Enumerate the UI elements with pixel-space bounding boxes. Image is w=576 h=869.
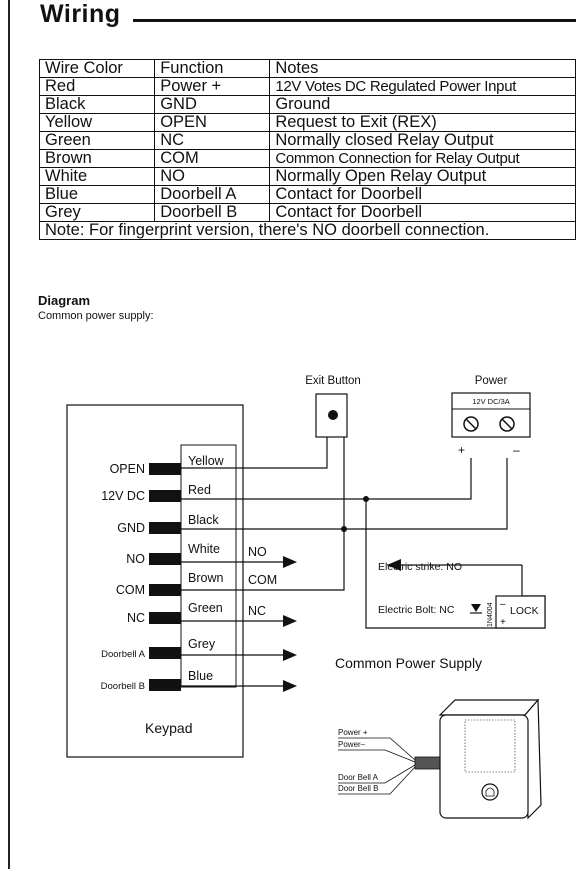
header-cell: Function: [154, 59, 271, 78]
output-com: COM: [248, 573, 277, 587]
power-rating: 12V DC/3A: [472, 397, 510, 406]
arrow-head: [283, 615, 297, 627]
title-rule: [133, 19, 576, 22]
exit-button-dot: [328, 410, 338, 420]
arrow-head: [387, 559, 401, 571]
wire-green: Green: [188, 601, 223, 615]
keypad-outline: [66, 404, 244, 758]
table-row: White NO Normally Open Relay Output: [38, 167, 576, 186]
diagram-subtitle: Common power supply:: [38, 310, 154, 322]
terminal-open: OPEN: [110, 462, 145, 476]
table-cell: Doorbell A: [154, 185, 271, 204]
diagram-title: Diagram: [38, 293, 91, 308]
wire-grey: Grey: [188, 637, 216, 651]
terminal-blocks: [149, 463, 181, 691]
wire-black: Black: [188, 513, 219, 527]
doorbell-wires: [338, 737, 416, 795]
power-label: Power: [475, 375, 508, 387]
wire-brown: Brown: [188, 571, 223, 585]
power-terminal-minus: [499, 416, 515, 432]
arrow-head: [283, 649, 297, 661]
wires: [181, 437, 546, 687]
diode-label: 1N4004: [487, 602, 494, 627]
doorbell-wire-label: Power–: [338, 740, 366, 749]
table-cell: Request to Exit (REX): [269, 113, 576, 132]
wire-open: [181, 437, 328, 469]
doorbell-wire-label: Door Bell A: [338, 773, 379, 782]
table-row: Green NC Normally closed Relay Output: [38, 131, 576, 150]
table-row: Yellow OPEN Request to Exit (REX): [38, 113, 576, 132]
junction-dot: [363, 496, 369, 502]
table-row: Grey Doorbell B Contact for Doorbell: [38, 203, 576, 222]
page-margin-line: [8, 0, 10, 869]
lock-box: [495, 595, 546, 629]
doorbell-wire-labels: Power + Power– Door Bell A Door Bell B: [338, 728, 379, 793]
electric-strike-label: Electric strike: NO: [378, 561, 462, 573]
table-row: Black GND Ground: [38, 95, 576, 114]
wire-label-box: [180, 444, 237, 688]
wire-blue: Blue: [188, 669, 213, 683]
exit-button-label: Exit Button: [305, 375, 361, 387]
terminal-12v: 12V DC: [101, 489, 145, 503]
wire-com: [181, 437, 345, 591]
table-cell: GND: [154, 95, 271, 114]
terminal-no: NO: [126, 552, 145, 566]
lock-minus: –: [500, 599, 506, 610]
table-note-row: Note: For fingerprint version, there's N…: [39, 221, 576, 240]
power-minus-label: –: [513, 443, 520, 457]
output-nc: NC: [248, 604, 266, 618]
table-row: Red Power + 12V Votes DC Regulated Power…: [38, 77, 576, 96]
wire-red: Red: [188, 483, 211, 497]
lock-label: LOCK: [510, 605, 539, 617]
power-terminal-plus: [463, 416, 479, 432]
table-cell: 12V Votes DC Regulated Power Input: [269, 77, 576, 96]
terminal-block: [149, 584, 181, 596]
table-cell: White: [38, 167, 156, 186]
power-plus-label: +: [458, 443, 465, 457]
output-no: NO: [248, 545, 267, 559]
terminal-block: [149, 463, 181, 475]
terminal-block: [149, 490, 181, 502]
junction-dot: [341, 526, 347, 532]
keypad-label: Keypad: [145, 720, 192, 736]
table-cell: Blue: [38, 185, 156, 204]
terminal-block: [149, 612, 181, 624]
terminal-doorbell-a: Doorbell A: [101, 649, 145, 660]
terminal-block: [149, 679, 181, 691]
terminal-nc: NC: [127, 611, 145, 625]
doorbell-wire-label: Power +: [338, 728, 368, 737]
table-row: Blue Doorbell A Contact for Doorbell: [38, 185, 576, 204]
terminal-block: [149, 553, 181, 565]
section-title: Wiring: [40, 0, 121, 28]
doorbell-wire-label: Door Bell B: [338, 784, 378, 793]
arrow-head: [283, 556, 297, 568]
wire-gnd: [181, 458, 508, 530]
diode-icon: [470, 604, 482, 614]
terminal-gnd: GND: [117, 521, 145, 535]
arrow-head: [283, 680, 297, 692]
wiring-table: Wire Color Function Notes Red Power + 12…: [38, 59, 576, 240]
terminal-block: [149, 647, 181, 659]
power-supply: [451, 392, 531, 438]
wire-yellow: Yellow: [188, 454, 225, 468]
wire-white: White: [188, 542, 220, 556]
arrow-heads: [283, 556, 401, 692]
common-supply-label: Common Power Supply: [335, 655, 482, 671]
table-cell: Red: [38, 77, 156, 96]
doorbell-icon: [438, 698, 542, 820]
table-cell: Ground: [269, 95, 576, 114]
terminal-com: COM: [116, 583, 145, 597]
table-cell: OPEN: [154, 113, 271, 132]
wire-12v: [181, 458, 472, 500]
table-note: Note: For fingerprint version, there's N…: [39, 221, 576, 240]
electric-bolt-label: Electric Bolt: NC: [378, 604, 455, 616]
lock-plus: +: [500, 617, 506, 628]
terminal-doorbell-b: Doorbell B: [101, 681, 145, 692]
table-cell: Grey: [38, 203, 156, 222]
table-cell: Normally closed Relay Output: [269, 131, 576, 150]
terminal-block: [149, 522, 181, 534]
